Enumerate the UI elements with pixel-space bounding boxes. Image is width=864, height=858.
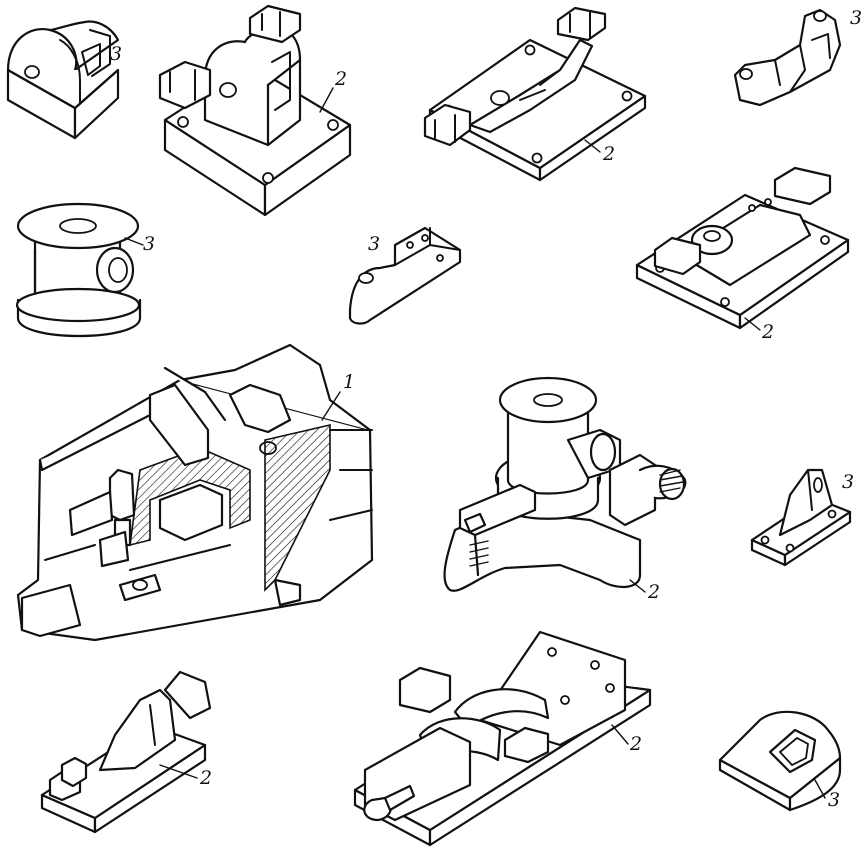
label-fixture-6: 2 bbox=[629, 733, 642, 755]
label-blank-6: 3 bbox=[828, 789, 840, 811]
leader-fixture-3 bbox=[744, 317, 761, 331]
part-plate-fixture bbox=[423, 6, 647, 182]
part-spool-fixture bbox=[443, 376, 687, 592]
part-wedge-blank bbox=[718, 710, 842, 812]
part-bracket-blank bbox=[348, 226, 462, 325]
leader-body bbox=[321, 391, 341, 421]
part-vise-fixture bbox=[353, 630, 652, 847]
leader-fixture-6 bbox=[611, 724, 629, 745]
leader-fixture-4 bbox=[629, 579, 646, 593]
label-fixture-3: 2 bbox=[761, 321, 774, 343]
label-blank-4: 3 bbox=[368, 233, 380, 255]
part-base-fixture bbox=[40, 670, 212, 834]
label-fixture-2: 2 bbox=[602, 143, 615, 165]
leader-fixture-5 bbox=[159, 764, 198, 779]
label-blank-5: 3 bbox=[842, 471, 854, 493]
label-fixture-1: 2 bbox=[334, 68, 347, 90]
label-blank-1: 3 bbox=[110, 43, 122, 65]
label-blank-2: 3 bbox=[850, 7, 862, 29]
leader-fixture-2 bbox=[584, 139, 601, 153]
label-fixture-5: 2 bbox=[199, 767, 212, 789]
label-body: 1 bbox=[343, 371, 355, 393]
part-saddle-blank bbox=[6, 20, 120, 140]
leader-blank-3 bbox=[124, 237, 144, 246]
part-stand-blank bbox=[750, 468, 852, 567]
part-spool-blank bbox=[15, 202, 142, 338]
label-fixture-4: 2 bbox=[647, 581, 660, 603]
part-lever-blank bbox=[733, 8, 842, 107]
label-blank-3: 3 bbox=[143, 233, 155, 255]
leader-blank-6 bbox=[814, 779, 826, 799]
part-main-body bbox=[16, 343, 374, 642]
leader-fixture-1 bbox=[319, 87, 334, 113]
part-rail-fixture bbox=[635, 166, 850, 330]
part-saddle-fixture bbox=[158, 4, 352, 217]
